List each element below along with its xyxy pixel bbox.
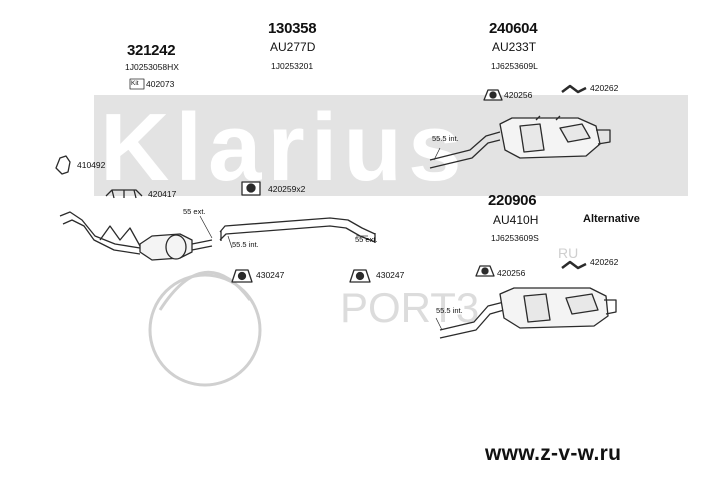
fitting-420256-b: 420256 xyxy=(497,268,526,278)
model-code-rear-alt: AU410H xyxy=(493,213,539,227)
oem-number-left: 1J0253058HX xyxy=(125,62,179,72)
rubber-mount-430247-b xyxy=(349,269,371,283)
watermark-logo-ring xyxy=(148,271,262,387)
rear-silencer-main xyxy=(429,115,611,169)
fitting-420256-a: 420256 xyxy=(504,90,533,100)
rubber-hanger-420259 xyxy=(241,181,261,196)
alternative-note: Alternative xyxy=(583,213,640,225)
fitting-420262-a: 420262 xyxy=(590,83,619,93)
dimension-55-5-int-b: 55.5 int. xyxy=(432,134,459,143)
fitting-410492: 410492 xyxy=(77,160,106,170)
rubber-mount-430247-a xyxy=(231,269,253,283)
fitting-420259: 420259x2 xyxy=(268,184,306,194)
part-number-220906: 220906 xyxy=(488,192,537,209)
intermediate-pipe xyxy=(219,217,376,243)
part-number-321242: 321242 xyxy=(127,42,176,59)
hanger-420262-b xyxy=(561,260,587,270)
front-pipe-catalytic-converter xyxy=(59,211,213,261)
mounting-420417 xyxy=(105,189,143,199)
dimension-55-5-int-c: 55.5 int. xyxy=(436,306,463,315)
dimension-55-5-int-a: 55.5 int. xyxy=(232,240,259,249)
hanger-420262-a xyxy=(561,84,587,94)
dimension-55-ext-b: 55 ext. xyxy=(355,235,378,244)
fitting-420262-b: 420262 xyxy=(590,257,619,267)
kit-label: Kit xyxy=(131,80,139,87)
fitting-430247-a: 430247 xyxy=(256,270,285,280)
oem-number-rear-main: 1J6253609L xyxy=(491,61,538,71)
watermark-ru: RU xyxy=(558,245,578,261)
model-code-middle: AU277D xyxy=(270,40,316,54)
oem-number-middle: 1J0253201 xyxy=(271,61,314,71)
watermark-ports: PORT3 xyxy=(340,284,479,331)
rubber-mount-420256-b xyxy=(475,265,495,277)
rear-silencer-alternative xyxy=(439,287,617,339)
part-number-240604: 240604 xyxy=(489,20,538,37)
model-code-rear-main: AU233T xyxy=(492,40,537,54)
rubber-mount-420256-a xyxy=(483,89,503,101)
dimension-55-ext-a: 55 ext. xyxy=(183,207,206,216)
oem-number-rear-alt: 1J6253609S xyxy=(491,233,539,243)
fitting-430247-b: 430247 xyxy=(376,270,405,280)
watermark-brand: Klarius xyxy=(100,94,467,201)
clamp-410492 xyxy=(55,155,71,175)
site-url[interactable]: www.z-v-w.ru xyxy=(485,442,622,465)
fitting-420417: 420417 xyxy=(148,189,177,199)
part-number-130358: 130358 xyxy=(268,20,317,37)
kit-number: 402073 xyxy=(146,79,175,89)
